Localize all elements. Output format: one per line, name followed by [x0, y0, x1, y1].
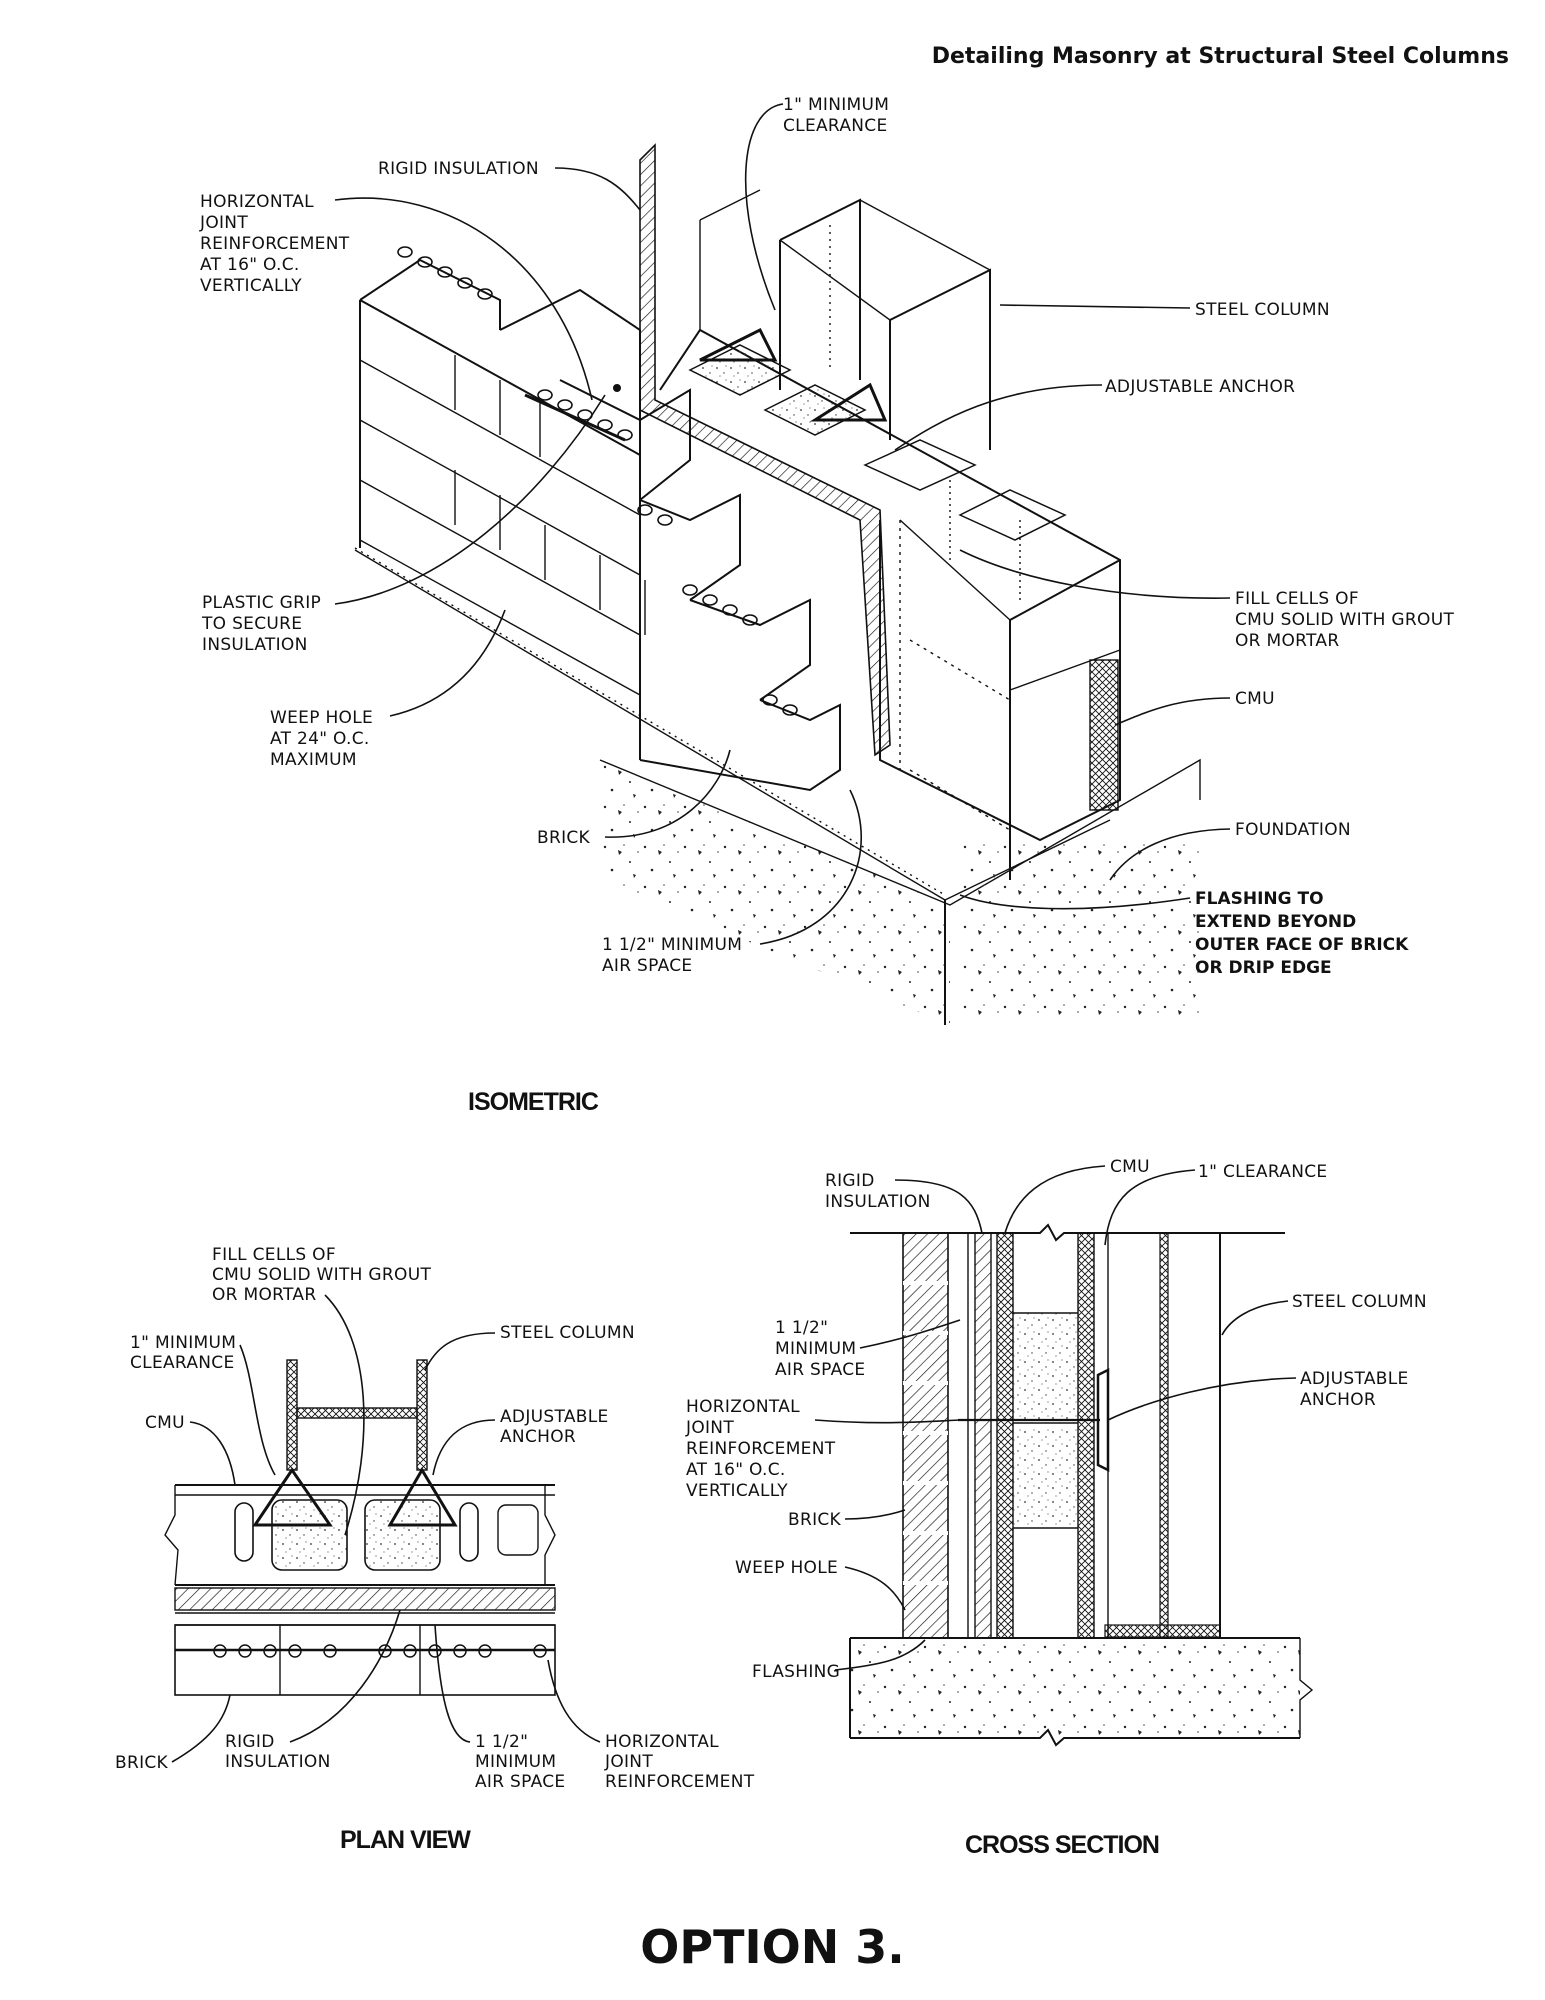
iso-label-flashing: FLASHING TO EXTEND BEYOND OUTER FACE OF …	[1195, 889, 1414, 978]
iso-label-adjustable-anchor: ADJUSTABLE ANCHOR	[1105, 377, 1295, 397]
plan-label-air-space: 1 1/2" MINIMUM AIR SPACE	[475, 1732, 565, 1792]
iso-label-rigid-insulation: RIGID INSULATION	[378, 159, 539, 179]
iso-label-steel-column: STEEL COLUMN	[1195, 300, 1330, 320]
plan-label-cmu: CMU	[145, 1413, 185, 1433]
plan-label-horizontal-joint: HORIZONTAL JOINT REINFORCEMENT	[604, 1732, 755, 1792]
iso-label-plastic-grip: PLASTIC GRIP TO SECURE INSULATION	[201, 593, 327, 655]
plan-label-fill-cells: FILL CELLS OF CMU SOLID WITH GROUT OR MO…	[212, 1245, 437, 1305]
plan-view: FILL CELLS OF CMU SOLID WITH GROUT OR MO…	[115, 1245, 755, 1854]
cs-label-flashing: FLASHING	[752, 1662, 840, 1682]
iso-label-weep-hole: WEEP HOLE AT 24" O.C. MAXIMUM	[270, 708, 379, 770]
cs-label-brick: BRICK	[788, 1510, 842, 1530]
steel-column	[699, 189, 991, 450]
document-title: Detailing Masonry at Structural Steel Co…	[931, 44, 1509, 69]
iso-label-foundation: FOUNDATION	[1235, 820, 1351, 840]
iso-label-brick: BRICK	[537, 828, 591, 848]
option-label: OPTION 3.	[640, 1920, 905, 1974]
iso-label-air-space: 1 1/2" MINIMUM AIR SPACE	[602, 935, 748, 976]
adjustable-anchor-2	[809, 382, 888, 422]
plan-label-adjustable-anchor: ADJUSTABLE ANCHOR	[500, 1407, 614, 1447]
iso-label-horizontal-joint: HORIZONTAL JOINT REINFORCEMENT AT 16" O.…	[199, 192, 355, 296]
cs-label-air-space: 1 1/2" MINIMUM AIR SPACE	[775, 1318, 865, 1380]
iso-label-cmu: CMU	[1235, 689, 1275, 709]
plan-view-title: PLAN VIEW	[340, 1826, 471, 1854]
iso-label-fill-cells: FILL CELLS OF CMU SOLID WITH GROUT OR MO…	[1235, 589, 1460, 651]
cs-label-cmu: CMU	[1110, 1157, 1150, 1177]
foundation-side-fill	[960, 840, 1200, 1020]
rigid-insulation-board	[639, 143, 891, 757]
brick-wythe	[359, 246, 841, 792]
cs-label-clearance: 1" CLEARANCE	[1198, 1162, 1327, 1182]
cross-section-title: CROSS SECTION	[965, 1831, 1159, 1859]
plan-label-steel-column: STEEL COLUMN	[500, 1323, 635, 1343]
cs-label-adjustable-anchor: ADJUSTABLE ANCHOR	[1300, 1369, 1414, 1410]
foundation-front-fill	[600, 760, 950, 1025]
plan-anchor-2	[387, 1467, 458, 1527]
cs-label-weep-hole: WEEP HOLE	[735, 1558, 838, 1578]
plan-label-rigid-insulation: RIGID INSULATION	[225, 1732, 331, 1772]
plan-label-brick: BRICK	[115, 1753, 169, 1773]
grouted-cell-2	[364, 1499, 441, 1571]
cs-brick	[902, 1232, 949, 1639]
isometric-title: ISOMETRIC	[468, 1088, 599, 1116]
joint-reinforcement	[524, 393, 626, 442]
cross-section-view: RIGID INSULATION CMU 1" CLEARANCE STEEL …	[685, 1157, 1427, 1859]
cs-label-rigid-insulation: RIGID INSULATION	[825, 1171, 931, 1212]
plan-anchor-1	[252, 1467, 333, 1527]
cs-label-horizontal-joint: HORIZONTAL JOINT REINFORCEMENT AT 16" O.…	[685, 1397, 841, 1501]
grouted-cell-1	[271, 1499, 348, 1571]
plan-label-min-clearance: 1" MINIMUM CLEARANCE	[130, 1333, 242, 1373]
adjustable-anchor-1	[699, 327, 778, 362]
cs-label-steel-column: STEEL COLUMN	[1292, 1292, 1427, 1312]
